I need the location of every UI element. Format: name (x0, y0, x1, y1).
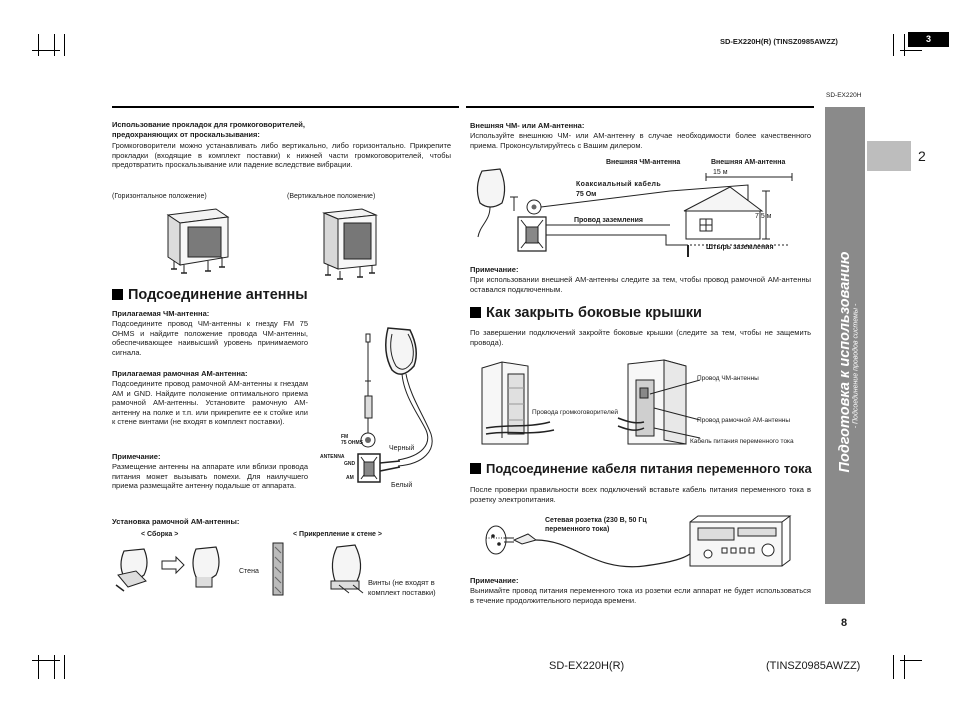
pads-body: Громкоговорители можно устанавливать либ… (112, 141, 451, 170)
crop-mark (64, 34, 65, 56)
power-connection-illustration (484, 514, 794, 574)
power-body: После проверки правильности всех подключ… (470, 485, 811, 504)
crop-mark (900, 660, 922, 661)
coax-label: Коаксиальный кабель (576, 181, 662, 188)
crop-mark (904, 655, 905, 679)
header-model-code: SD-EX220H(R) (TINSZ0985AWZZ) (720, 37, 838, 46)
crop-mark (32, 660, 60, 661)
ext-am-label: Внешняя АМ-антенна (711, 159, 786, 166)
power-heading: Подсоединение кабеля питания переменного… (470, 460, 812, 477)
coax-75ohm-label: 75 Ом (576, 191, 597, 198)
panel-am-label: AM (346, 475, 354, 481)
panel-antenna-label: ANTENNA (320, 454, 345, 460)
wall-label: Стена (239, 568, 259, 575)
antenna-heading: Подсоединение антенны (112, 287, 308, 304)
white-wire-label: Белый (391, 482, 413, 489)
am-antenna-body: Подсоедините провод рамочной АМ-антенны … (112, 379, 308, 427)
ext-75m-label: 7,5 м (755, 213, 772, 220)
loop-install-title: Установка рамочной АМ-антенны: (112, 517, 240, 526)
screws-label: Винты (не входят в комплект поставки) (368, 578, 436, 597)
ground-rod-label: Штырь заземления (706, 244, 774, 251)
wall-mount-label: < Прикрепление к стене > (293, 531, 382, 538)
side-covers-illustration (478, 358, 714, 450)
page-number: 8 (841, 617, 848, 629)
side-tab-title: Подготовка к использованию (837, 251, 853, 473)
pads-vertical-caption: (Вертикальное положение) (287, 193, 376, 200)
top-rule (466, 106, 814, 108)
panel-ohms-label: 75 OHMS (341, 440, 363, 446)
outlet-label: Сетевая розетка (230 В, 50 Гц переменног… (545, 517, 647, 533)
crop-mark (64, 655, 65, 679)
side-tab-number-box (867, 141, 911, 171)
side-tab-subtitle: - Подсоединение проводов системы - (852, 303, 860, 429)
fm-antenna-title: Прилагаемая ЧМ-антенна: (112, 309, 210, 318)
external-antenna-body: Используйте внешнюю ЧМ- или АМ-антенну в… (470, 131, 811, 150)
side-tab-number: 2 (918, 148, 926, 164)
side-tab (825, 107, 865, 604)
crop-mark (893, 655, 894, 679)
crop-mark (32, 50, 60, 51)
crop-mark (893, 34, 894, 56)
external-note-body: При использовании внешней АМ-антенны сле… (470, 275, 811, 294)
fm-antenna-body: Подсоедините провод ЧМ-антенны к гнезду … (112, 319, 308, 357)
ext-fm-label: Внешняя ЧМ-антенна (606, 159, 681, 166)
covers-heading: Как закрыть боковые крышки (470, 305, 702, 322)
external-note-title: Примечание: (470, 265, 519, 274)
heading-square-icon (470, 463, 481, 474)
crop-mark (900, 50, 922, 51)
heading-square-icon (470, 307, 481, 318)
crop-mark (54, 655, 55, 679)
am-antenna-title: Прилагаемая рамочная АМ-антенна: (112, 369, 248, 378)
fm-wire-label: Провод ЧМ-антенны (697, 375, 759, 382)
external-antenna-title: Внешняя ЧМ- или АМ-антенна: (470, 121, 585, 130)
am-wire-label: Провод рамочной АМ-антенны (697, 417, 791, 424)
covers-body: По завершении подключений закройте боков… (470, 328, 811, 347)
pads-title: Использование прокладок для громкоговори… (112, 120, 305, 139)
pads-horizontal-caption: (Горизонтальное положение) (112, 193, 207, 200)
panel-gnd-label: GND (344, 461, 356, 467)
header-model-small: SD-EX220H (826, 92, 862, 99)
power-note-title: Примечание: (470, 576, 519, 585)
heading-square-icon (112, 289, 123, 300)
antenna-connection-illustration (318, 326, 448, 498)
crop-mark (38, 34, 39, 56)
speaker-horizontal-illustration (160, 205, 232, 275)
top-rule (112, 106, 459, 108)
loop-assembly-illustration (112, 543, 232, 593)
external-antenna-illustration (470, 165, 800, 265)
loop-wall-mount-illustration (273, 543, 373, 595)
ground-wire-label: Провод заземления (574, 217, 643, 224)
ext-15m-label: 15 м (713, 169, 728, 176)
panel-fm-label: FM (341, 434, 349, 440)
antenna-note-title: Примечание: (112, 452, 161, 461)
assembly-label: < Сборка > (141, 531, 179, 538)
footer-model: SD-EX220H(R) (549, 660, 625, 672)
speaker-vertical-illustration (318, 205, 380, 279)
header-page-badge: 3 (908, 32, 949, 47)
crop-mark (54, 34, 55, 56)
power-cable-label: Кабель питания переменного тока (690, 438, 794, 445)
speaker-wires-label: Провода громкоговорителей (532, 409, 618, 416)
antenna-note-body: Размещение антенны на аппарате или вблиз… (112, 462, 308, 491)
crop-mark (38, 655, 39, 679)
footer-code: (TINSZ0985AWZZ) (766, 660, 861, 672)
black-wire-label: Черный (389, 445, 415, 452)
power-note-body: Вынимайте провод питания переменного ток… (470, 586, 811, 605)
crop-mark (904, 34, 905, 56)
